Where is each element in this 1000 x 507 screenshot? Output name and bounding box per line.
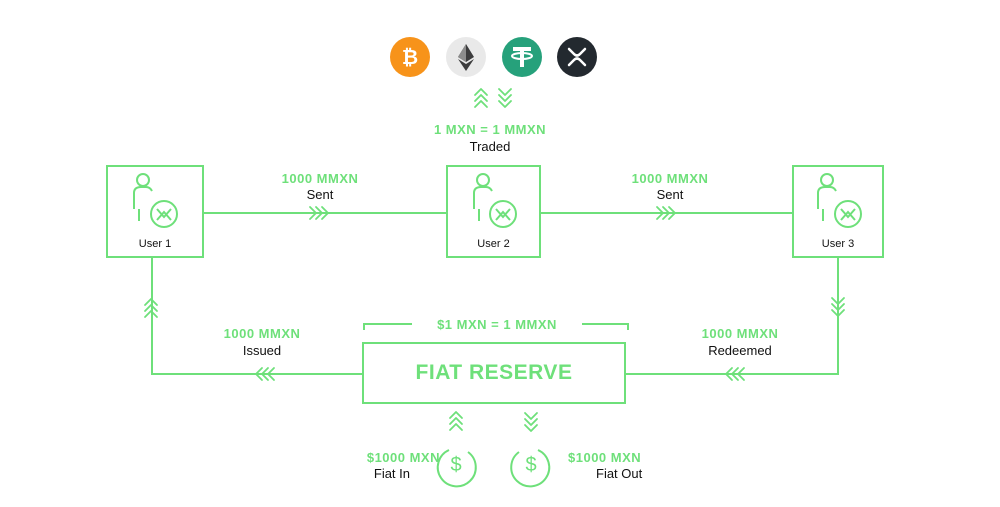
redeemed-label: Redeemed [708,343,772,358]
user-wallet-icon [133,173,178,228]
ethereum-icon [446,37,486,77]
chevrons-right-2 [656,206,676,220]
chevrons-up-traded [474,88,488,108]
transfer-1-amount: 1000 MMXN [281,171,359,186]
chevrons-left-redeemed [725,367,745,381]
fiat-in-label: Fiat In [373,466,410,481]
fiat-out-label: Fiat Out [596,466,643,481]
reserve-peg: $1 MXN = 1 MMXN [437,317,557,332]
tether-icon [502,37,542,77]
chevrons-left-issued [255,367,275,381]
user-wallet-icon [473,173,517,228]
exchange-rate: 1 MXN = 1 MMXN [433,122,547,137]
reserve-to-user1-line [151,258,362,375]
chevrons-down-fiat-out [524,412,538,432]
issued-label: Issued [242,343,282,358]
user-wallet-icon [817,173,862,228]
user-3-name: User 3 [821,238,855,250]
svg-text:$: $ [525,454,536,476]
transfer-2-label: Sent [656,187,684,202]
user-3-box: User 3 [792,165,884,258]
fiat-out-amount: $1000 MXN [568,450,642,465]
traded-label: Traded [469,139,511,154]
user-2-name: User 2 [477,238,510,250]
user3-to-reserve-line [626,258,839,375]
svg-text:₿: ₿ [402,47,418,69]
xrp-icon [557,37,597,77]
user-1-name: User 1 [138,238,172,250]
chevrons-up-fiat-in [449,411,463,431]
chevrons-up-issued [144,298,158,318]
chevrons-down-redeemed [831,297,845,317]
redeemed-amount: 1000 MMXN [701,326,779,341]
user-1-box: User 1 [106,165,204,258]
chevrons-right-1 [309,206,329,220]
chevrons-down-traded [498,88,512,108]
fiat-reserve-title: FIAT RESERVE [415,361,573,384]
svg-text:$: $ [450,454,461,476]
issued-amount: 1000 MMXN [223,326,301,341]
fiat-reserve-box: FIAT RESERVE [362,342,626,404]
fiat-in-amount: $1000 MXN [366,450,440,465]
transfer-2-amount: 1000 MMXN [631,171,709,186]
peg-bracket-left [363,323,412,330]
transfer-1-label: Sent [306,187,334,202]
user-2-box: User 2 [446,165,541,258]
peg-bracket-right [582,323,629,330]
bitcoin-icon: ₿ [390,37,430,77]
fiat-out-dollar-icon: $ [510,449,551,488]
fiat-in-dollar-icon: $ [436,449,477,488]
